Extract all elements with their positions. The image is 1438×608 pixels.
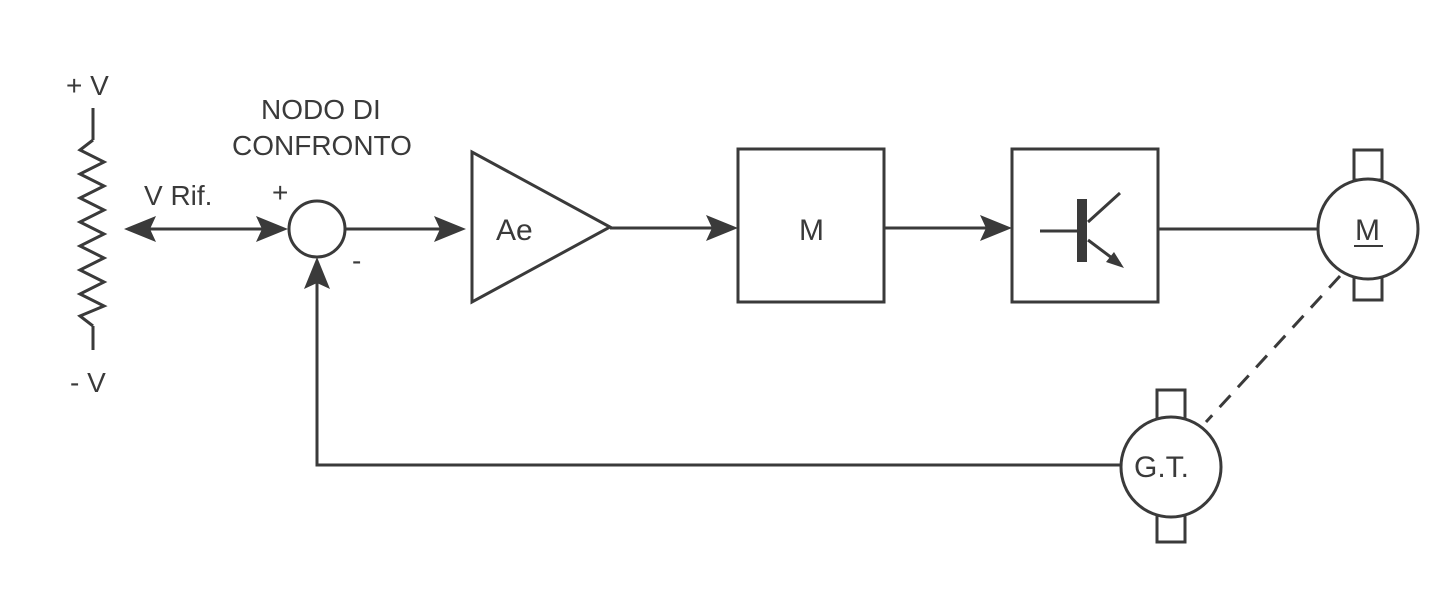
nodo-label-line2: CONFRONTO xyxy=(232,130,412,161)
node-to-amplifier-arrow xyxy=(345,216,466,242)
motor-label: M xyxy=(1355,214,1380,247)
amplifier-to-modulator-arrow xyxy=(610,215,738,241)
v-rif-label: V Rif. xyxy=(144,180,212,211)
modulator-to-transistor-arrow xyxy=(884,215,1012,241)
potentiometer xyxy=(76,108,108,350)
amplifier-triangle xyxy=(470,149,614,305)
motor xyxy=(1316,148,1420,302)
amplifier-label: Ae xyxy=(496,214,533,247)
v-rif-arrow xyxy=(124,216,288,242)
modulator-block xyxy=(736,147,886,304)
minus-sign-label: - xyxy=(352,245,361,276)
minus-v-label: - V xyxy=(70,367,106,398)
plus-sign-label: + xyxy=(272,177,288,208)
tachogenerator xyxy=(1119,388,1223,544)
plus-v-label: + V xyxy=(66,70,109,101)
summing-node xyxy=(287,199,347,259)
tachogenerator-label: G.T. xyxy=(1134,451,1189,484)
transistor-icon xyxy=(1040,191,1124,268)
mechanical-coupling-dashed xyxy=(1204,274,1342,424)
modulator-label: M xyxy=(799,214,824,247)
nodo-label-line1: NODO DI xyxy=(261,94,381,125)
feedback-path-arrow xyxy=(304,257,1121,467)
